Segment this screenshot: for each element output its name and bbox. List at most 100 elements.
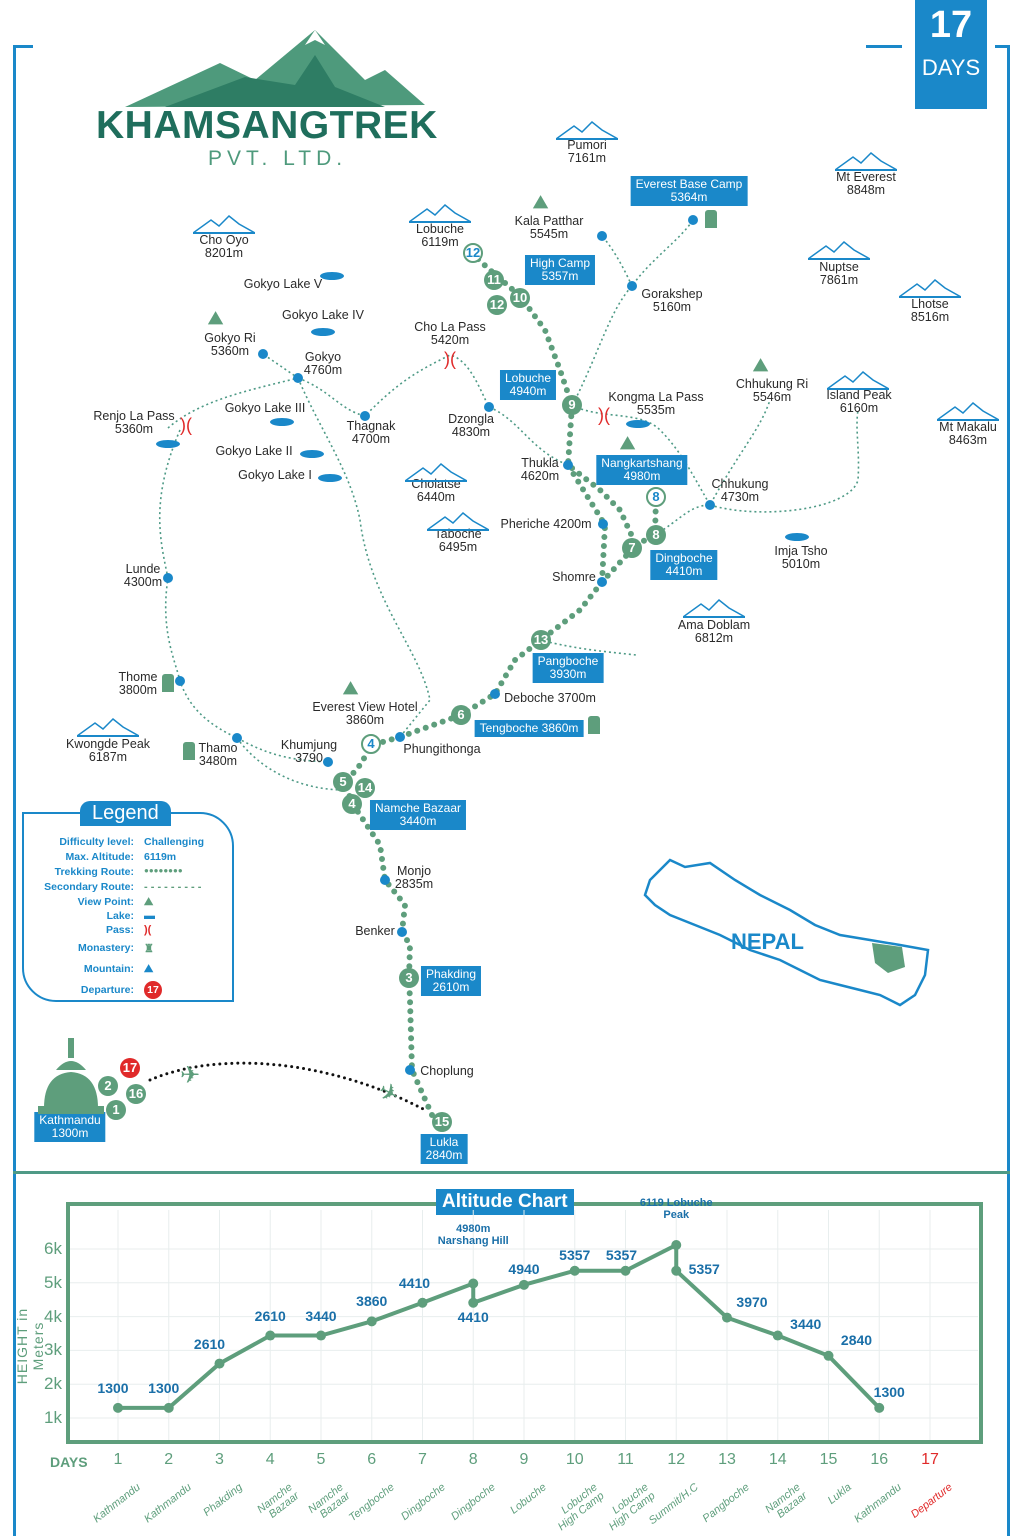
trekking-route-symbol: ●●●●●●●● xyxy=(144,866,183,875)
pass-icon: )( xyxy=(444,349,456,369)
place-name: Mt Makalu xyxy=(939,420,997,434)
mountain-icon xyxy=(427,511,489,531)
legend-key: Difficulty level: xyxy=(59,836,134,848)
place-altitude: 8516m xyxy=(910,310,950,324)
place-name: Gokyo Ri xyxy=(204,331,256,345)
day-tick-label: 3 xyxy=(215,1451,224,1468)
stop-name: Pangboche xyxy=(537,654,599,668)
day-marker: 2 xyxy=(98,1076,118,1096)
stop-name: Namche Bazaar xyxy=(374,801,462,815)
lake-icon xyxy=(156,440,180,448)
stop-name: Lukla xyxy=(429,1135,459,1149)
frame-left xyxy=(13,45,16,1536)
day-marker: 14 xyxy=(355,778,375,798)
place-name: Cho La Pass xyxy=(414,320,486,334)
place-name: Kongma La Pass xyxy=(608,390,704,404)
place-altitude: 3790 xyxy=(295,751,323,765)
viewpoint-icon: ⛰ xyxy=(620,433,636,453)
viewpoint-icon: ⛰ xyxy=(208,308,224,328)
altitude-label: 4410 xyxy=(398,1274,431,1291)
day-marker: 16 xyxy=(126,1084,146,1104)
altitude-point xyxy=(519,1279,529,1290)
day-marker: 17 xyxy=(120,1058,140,1078)
place-altitude: 5545m xyxy=(529,227,569,241)
place-label: Gokyo Lake III xyxy=(225,402,306,415)
pass-icon: )( xyxy=(180,415,192,435)
legend-value: Challenging xyxy=(144,836,205,848)
place-name: Benker xyxy=(355,924,395,938)
mountain-icon xyxy=(808,240,870,260)
day-marker: 3 xyxy=(399,968,419,988)
place-name: Mt Everest xyxy=(836,170,896,184)
mountain-icon xyxy=(899,278,961,298)
legend-key: Monastery: xyxy=(77,942,134,954)
y-tick-label: 2k xyxy=(44,1374,62,1394)
place-altitude: 5420m xyxy=(430,333,470,347)
place-name: Shomre xyxy=(552,570,596,584)
mountain-icon xyxy=(835,151,897,171)
place-name: Gorakshep xyxy=(641,287,703,301)
place-altitude: 8201m xyxy=(204,246,244,260)
viewpoint-icon: ⛰ xyxy=(144,896,154,908)
place-altitude: 6495m xyxy=(438,540,478,554)
location-dot xyxy=(323,757,333,767)
plane-icon-landing: ✈ xyxy=(373,1077,404,1110)
place-name: Lunde xyxy=(125,562,161,576)
altitude-point xyxy=(620,1265,631,1276)
place-label: Gokyo Lake I xyxy=(238,469,312,482)
place-altitude: 5546m xyxy=(752,390,792,404)
place-name: Lobuche xyxy=(416,222,464,236)
altitude-label: 6119 Lobuche Peak xyxy=(639,1196,713,1221)
altitude-label: 4980m Narshang Hill xyxy=(437,1223,509,1248)
place-altitude: 3860m xyxy=(345,713,385,727)
altitude-point xyxy=(214,1358,225,1369)
legend-key: Pass: xyxy=(105,924,134,936)
location-dot xyxy=(163,573,173,583)
place-name: Imja Tsho xyxy=(774,544,828,558)
stop-altitude: 2840m xyxy=(425,1148,463,1162)
place-name: Thukla xyxy=(521,456,559,470)
stop-altitude: 1300m xyxy=(51,1126,89,1140)
place-name: Nuptse xyxy=(819,260,859,274)
altitude-label: 3440 xyxy=(790,1315,822,1332)
stop-name: High Camp xyxy=(529,256,591,270)
stop-altitude: 2610m xyxy=(432,980,470,994)
legend-key: Mountain: xyxy=(83,963,134,975)
place-altitude: 8463m xyxy=(948,433,988,447)
stop-name: Everest Base Camp xyxy=(635,177,743,191)
day-tick-label: 5 xyxy=(316,1451,326,1468)
place-altitude: 4300m xyxy=(123,575,163,589)
day-marker: 6 xyxy=(451,705,471,725)
viewpoint-icon: ⛰ xyxy=(343,678,359,698)
place-altitude: 6119m xyxy=(421,235,459,249)
altitude-label: 4940 xyxy=(508,1260,540,1277)
day-tick-label: 10 xyxy=(565,1451,584,1468)
stop-name: Kathmandu xyxy=(39,1113,101,1127)
location-dot xyxy=(405,1065,415,1075)
place-altitude: 3800m xyxy=(118,683,158,697)
stop-altitude: 3930m xyxy=(549,667,587,681)
viewpoint-icon: ⛰ xyxy=(753,355,769,375)
place-label: Choplung xyxy=(420,1065,474,1078)
day-marker: 8 xyxy=(646,525,666,545)
altitude-label: 3970 xyxy=(736,1293,768,1310)
duration-badge: 17 DAYS xyxy=(915,0,987,109)
place-name: Deboche 3700m xyxy=(504,691,596,705)
day-marker: 13 xyxy=(531,630,551,650)
